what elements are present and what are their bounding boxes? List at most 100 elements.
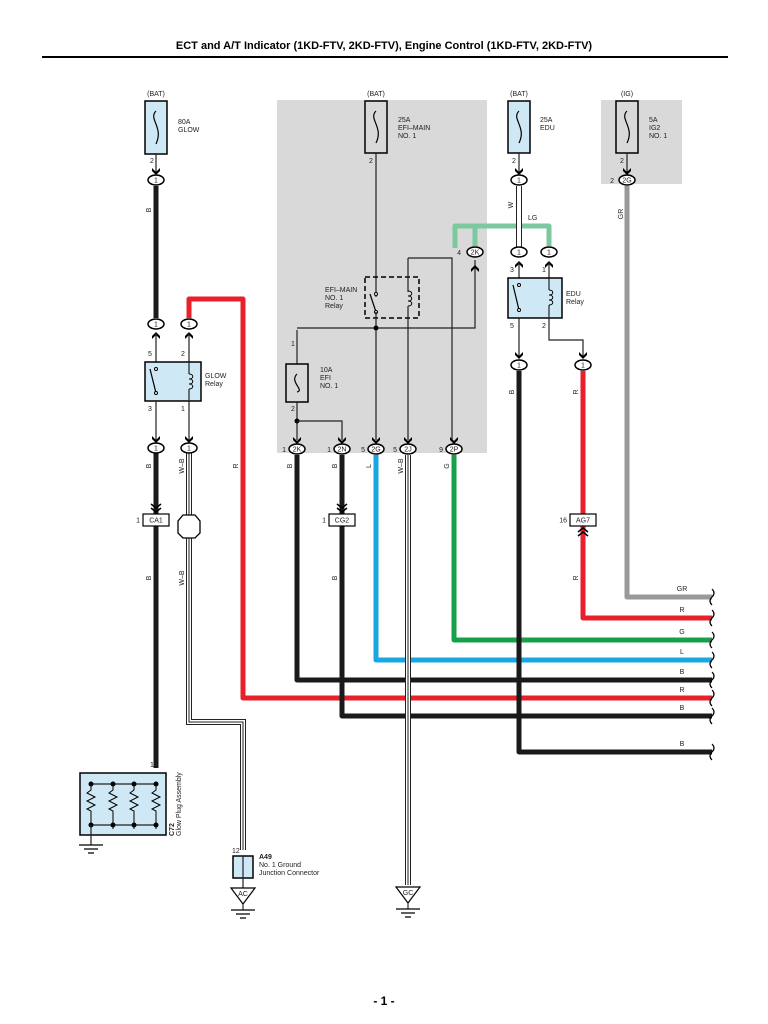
edu-relay-lead-2 (548, 318, 584, 356)
glow-plug-dot-top-1 (110, 781, 116, 787)
wire-label-ca1-b: B (146, 575, 153, 580)
jb-conn-pin-2k: 1 (282, 447, 286, 454)
connector-ag7 (569, 513, 597, 527)
edu-relay-conn-3-label: 1 (517, 250, 521, 257)
fuse-edu-connector (510, 174, 528, 186)
efi-relay-coil-to-2p (408, 257, 453, 440)
title-divider (42, 56, 728, 58)
wire-label-2j-wb: W–B (398, 458, 405, 474)
jb-conn-2j (399, 443, 417, 455)
edu-relay-name-1: EDU (566, 291, 581, 298)
fuse-10a-name-2: NO. 1 (320, 383, 338, 390)
fuse-5a-name-2: NO. 1 (649, 133, 667, 140)
ca1-chevrons-icon (150, 503, 162, 513)
wire-label-w: W (508, 201, 515, 208)
connector-ca1-code: CA1 (149, 518, 163, 525)
wire-2k-b (294, 455, 712, 683)
a49-name-2: Junction Connector (259, 870, 320, 877)
connector-cg2-code: CG2 (335, 518, 350, 525)
glow-relay-arrow-1 (185, 436, 193, 443)
edu-relay-conn-5 (510, 359, 528, 371)
jb-conn-2k-top (466, 246, 484, 258)
glow-relay-conn-3-label: 1 (154, 446, 158, 453)
jb-conn-pin-2g: 5 (361, 447, 365, 454)
wire-2p-g (451, 455, 712, 643)
jb-conn-2j-label: 2J (404, 447, 411, 454)
wire-label-2k-b: B (287, 463, 294, 468)
fuse-25a-edu-rating: 25A (540, 117, 553, 124)
jb-arrow-2P (450, 437, 458, 444)
bus-label-1: R (679, 607, 684, 614)
edu-relay-pin-5: 5 (510, 323, 514, 330)
bus-label-2: G (679, 629, 684, 636)
wire-label-cg2-b: B (332, 575, 339, 580)
fuse-25a-efi-rating: 25A (398, 117, 411, 124)
cg2-chevrons-icon (336, 503, 348, 513)
edu-relay-coil-icon (548, 289, 554, 306)
efi-main-relay-name-1: EFI–MAIN (325, 287, 357, 294)
edu-relay-pin-2: 2 (542, 323, 546, 330)
wire-gr (624, 186, 712, 600)
jb-conn-pin-2j: 5 (393, 447, 397, 454)
wire-break-icon-7 (709, 743, 715, 761)
fuse-25a-efi-main-box (364, 100, 388, 154)
splice-point-icon (177, 514, 201, 539)
bus-label-6: B (680, 705, 685, 712)
wire-label-lg: LG (528, 215, 537, 222)
glow-relay-name-1: GLOW (205, 373, 227, 380)
glow-plug-pin: 1 (150, 762, 154, 769)
bus-label-3: L (680, 649, 684, 656)
jb-arrow-2N (338, 437, 346, 444)
edu-relay-name-2: Relay (566, 299, 584, 306)
wire-break-icon-6 (709, 707, 715, 725)
ground-ac-triangle (229, 887, 257, 905)
efi-main-relay-box (364, 276, 420, 319)
wire-label-edu-r: R (573, 389, 580, 394)
connector-cg2 (328, 513, 356, 527)
edu-relay-switch-icon (512, 284, 520, 311)
ground-gc-ground-icon (396, 908, 420, 918)
connector-ca1-pin: 1 (136, 518, 140, 525)
glow-plug-dot-bottom-2 (131, 822, 137, 828)
wire-wb-glow-fill (187, 452, 245, 850)
fuse-25a-efi-pin: 2 (369, 158, 373, 165)
efi-junction-dot (373, 325, 379, 331)
glow-plug-dot-top-3 (153, 781, 159, 787)
wire-label-red-loop: R (233, 463, 240, 468)
edu-relay-switch-icon-contact-b (517, 308, 521, 312)
efi-main-relay-switch-icon (369, 293, 377, 313)
wire-label-glow-feed: B (146, 207, 153, 212)
ig-conn-2g-pin: 2 (610, 178, 614, 185)
ig-junction-bg (601, 100, 682, 184)
a49-name-1: No. 1 Ground (259, 862, 301, 869)
jb-conn-pin-2n: 1 (327, 447, 331, 454)
edu-relay-conn-2-label: 1 (581, 363, 585, 370)
fuse-5a-rating: 5A (649, 117, 658, 124)
wire-lg (452, 223, 552, 248)
glow-relay-switch-icon (149, 368, 157, 394)
connector-ag7-pin: 16 (559, 518, 567, 525)
fuse-ig-arrow (623, 168, 631, 175)
jb-conn-2k-top-label: 2K (471, 250, 480, 257)
wire-label-wb-2: W–B (179, 570, 186, 586)
fuse-80a-glow-fuse-icon (153, 110, 159, 145)
fuse-edu-connector-label: 1 (517, 178, 521, 185)
fuse-25a-edu-box (507, 100, 531, 154)
fuse-80a-connector (147, 174, 165, 186)
jb-conn-2k-label: 2K (293, 447, 302, 454)
glow-relay-conn-1-label: 1 (187, 446, 191, 453)
glow-relay-conn-2-label: 1 (187, 322, 191, 329)
wire-label-ag7-r: R (573, 575, 580, 580)
jb-arrow-2K (293, 437, 301, 444)
ig-conn-2g-label: 2G (622, 178, 631, 185)
efi-fuse-branch (297, 420, 343, 440)
jb-conn-pin-2p: 9 (439, 447, 443, 454)
ig-conn-2g (618, 174, 636, 186)
jb-conn-2g-label: 2G (371, 447, 380, 454)
glow-relay-name-2: Relay (205, 381, 223, 388)
wire-lg-2k (455, 223, 478, 246)
glow-relay-conn-2 (180, 318, 198, 330)
ground-ac-ground-icon (231, 909, 255, 919)
fuse-25a-edu-fuse-icon (516, 110, 522, 144)
efi-fuse-pin-2: 2 (291, 406, 295, 413)
